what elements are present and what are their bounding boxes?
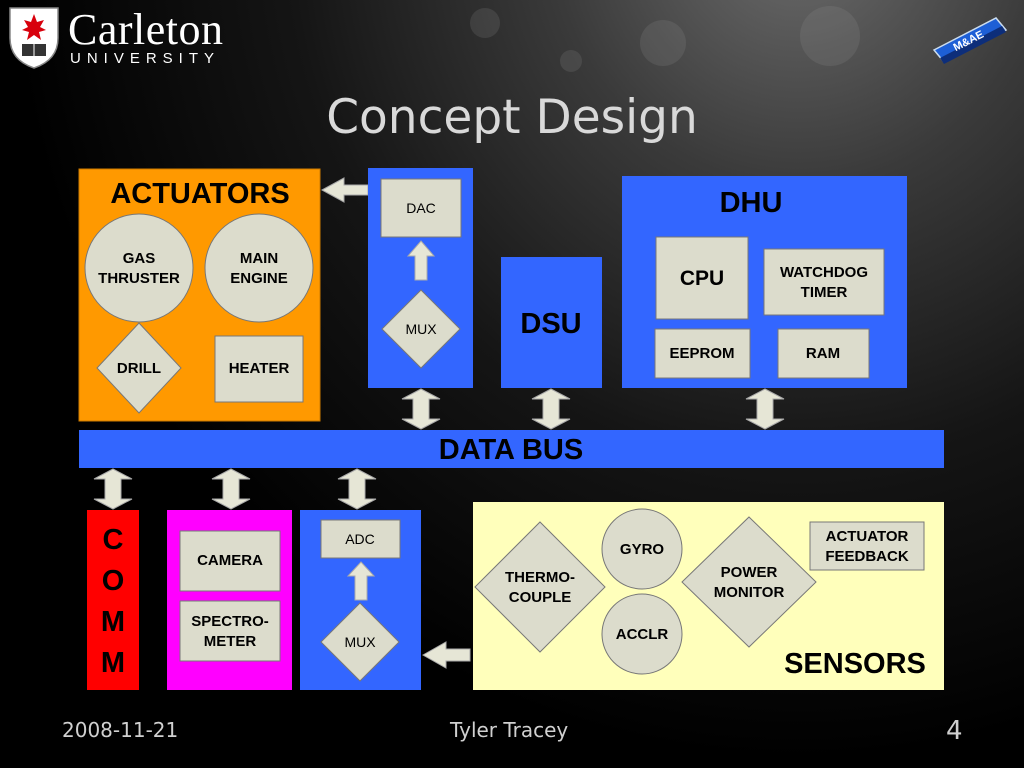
spectrometer-line1: SPECTRO-	[191, 613, 269, 630]
double-arrow-icon	[531, 388, 571, 430]
gyro-label: GYRO	[620, 541, 665, 558]
arrow-left-icon	[320, 177, 369, 203]
moon-crater	[560, 50, 582, 72]
dsu-block: DSU	[501, 257, 602, 388]
dac-label: DAC	[406, 200, 436, 216]
logo-name: Carleton	[68, 5, 224, 54]
watchdog-line1: WATCHDOG	[780, 264, 868, 281]
moon-crater	[640, 20, 686, 66]
power-monitor-line1: POWER	[721, 564, 778, 581]
mae-badge: M&AE	[932, 17, 1008, 64]
data-bus-label: DATA BUS	[439, 434, 583, 466]
dac-mux-label: MUX	[405, 321, 437, 337]
main-engine-line2: ENGINE	[230, 270, 288, 287]
adc-column: ADC MUX	[300, 510, 421, 690]
moon-crater	[800, 6, 860, 66]
acclr-label: ACCLR	[616, 626, 669, 643]
footer-page-number: 4	[946, 716, 963, 746]
drill-label: DRILL	[117, 360, 161, 377]
power-monitor-line2: MONITOR	[714, 584, 785, 601]
slide-title: Concept Design	[326, 90, 698, 145]
data-bus: DATA BUS	[79, 430, 944, 468]
dhu-title: DHU	[720, 187, 783, 219]
footer-date: 2008-11-21	[62, 718, 179, 742]
arrow-up-icon	[346, 561, 376, 601]
actuators-block: ACTUATORS GAS THRUSTER MAIN ENGINE DRILL…	[78, 168, 321, 422]
actuator-feedback-line1: ACTUATOR	[826, 528, 909, 545]
double-arrow-icon	[211, 468, 251, 510]
arrow-up-icon	[406, 240, 436, 281]
gas-thruster-line2: THRUSTER	[98, 270, 180, 287]
double-arrow-icon	[745, 388, 785, 430]
dac-column: DAC MUX	[368, 168, 473, 388]
watchdog-line2: TIMER	[801, 284, 848, 301]
sensors-block: THERMO- COUPLE GYRO ACCLR POWER MONITOR …	[473, 502, 944, 690]
eeprom-label: EEPROM	[669, 345, 734, 362]
shield-icon	[9, 7, 59, 69]
dhu-block: DHU CPU WATCHDOG TIMER EEPROM RAM	[622, 176, 907, 388]
arrow-left-icon	[421, 641, 471, 669]
actuators-title: ACTUATORS	[110, 178, 289, 210]
footer-author: Tyler Tracey	[450, 718, 569, 742]
heater-label: HEATER	[229, 360, 290, 377]
comm-letter: M	[101, 647, 125, 679]
cpu-label: CPU	[680, 267, 724, 290]
thermocouple-line1: THERMO-	[505, 569, 575, 586]
double-arrow-icon	[401, 388, 441, 430]
thermocouple-line2: COUPLE	[509, 589, 572, 606]
double-arrow-icon	[93, 468, 133, 510]
carleton-logo: Carleton UNIVERSITY	[6, 4, 256, 74]
dsu-label: DSU	[520, 308, 581, 340]
moon-crater	[470, 8, 500, 38]
gas-thruster-line1: GAS	[123, 250, 156, 267]
adc-mux-label: MUX	[344, 634, 376, 650]
ram-label: RAM	[806, 345, 840, 362]
main-engine-line1: MAIN	[240, 250, 278, 267]
adc-label: ADC	[345, 531, 375, 547]
comm-letter: C	[103, 524, 124, 556]
comm-letter: M	[101, 606, 125, 638]
double-arrow-icon	[337, 468, 377, 510]
imaging-block: CAMERA SPECTRO- METER	[167, 510, 292, 690]
comm-block: C O M M	[87, 510, 139, 690]
sensors-title: SENSORS	[784, 648, 926, 680]
camera-label: CAMERA	[197, 552, 263, 569]
comm-letter: O	[102, 565, 125, 597]
actuator-feedback-line2: FEEDBACK	[825, 548, 909, 565]
spectrometer-line2: METER	[204, 633, 257, 650]
logo-sub: UNIVERSITY	[70, 50, 221, 67]
